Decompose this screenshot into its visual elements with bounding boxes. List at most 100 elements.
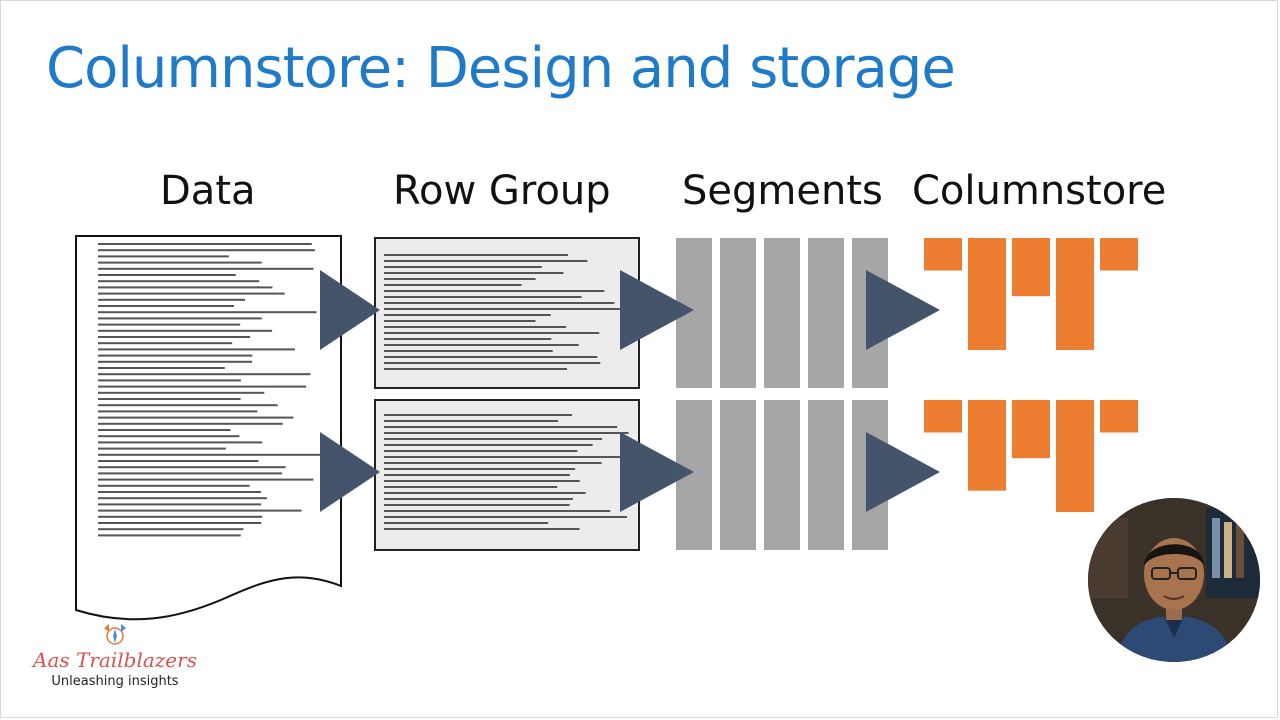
columnstore-segment xyxy=(924,400,962,433)
text-line xyxy=(384,432,629,434)
text-line xyxy=(98,360,253,363)
text-line xyxy=(384,444,593,446)
arrow-icon xyxy=(620,432,694,512)
text-line xyxy=(98,342,233,345)
text-line xyxy=(384,296,582,298)
text-line xyxy=(384,462,602,464)
text-line xyxy=(98,528,244,531)
text-line xyxy=(384,254,569,256)
heading-data: Data xyxy=(160,168,256,214)
segment-column xyxy=(720,238,756,388)
brand-name: Aas Trailblazers xyxy=(33,648,197,672)
flow-arrows xyxy=(320,270,940,512)
slide-title: Columnstore: Design and storage xyxy=(46,36,956,101)
columnstore-segment xyxy=(968,400,1006,491)
text-line xyxy=(98,447,226,450)
text-line xyxy=(98,491,262,493)
text-line xyxy=(384,492,586,494)
heading-row-group: Row Group xyxy=(393,168,611,214)
text-line xyxy=(98,261,262,264)
text-line xyxy=(384,260,588,262)
arrow-icon xyxy=(866,432,940,512)
columnstore-segment xyxy=(1100,238,1138,271)
text-line xyxy=(98,373,311,376)
text-line xyxy=(384,266,542,268)
text-line xyxy=(384,344,579,346)
document-text-lines xyxy=(98,243,323,537)
data-document xyxy=(75,235,342,621)
text-line xyxy=(98,522,262,524)
columnstore-segment xyxy=(1012,400,1050,459)
text-line xyxy=(98,354,253,357)
text-line xyxy=(384,420,558,422)
text-line xyxy=(98,391,265,394)
text-line xyxy=(98,460,259,462)
text-line xyxy=(384,480,580,482)
heading-columnstore: Columnstore xyxy=(912,168,1167,214)
text-line xyxy=(384,332,600,334)
text-line xyxy=(98,311,317,314)
text-line xyxy=(98,503,262,506)
text-line xyxy=(384,356,598,358)
text-line xyxy=(384,362,601,364)
segment-column xyxy=(764,238,800,388)
text-line xyxy=(384,338,552,340)
text-line xyxy=(98,410,258,413)
row-group-text-lines xyxy=(384,414,629,530)
brand-tagline: Unleashing insights xyxy=(51,674,179,689)
text-line xyxy=(98,398,241,400)
text-line xyxy=(384,320,536,322)
presenter-avatar xyxy=(1088,498,1260,662)
columnstore-segment xyxy=(1012,238,1050,297)
columnstore-segment xyxy=(968,238,1006,350)
compass-icon xyxy=(104,624,126,645)
text-line xyxy=(98,292,285,295)
text-line xyxy=(98,348,295,351)
row-group-2 xyxy=(374,399,640,551)
text-line xyxy=(98,329,273,332)
text-line xyxy=(384,414,573,416)
text-line xyxy=(384,510,611,512)
segment-column xyxy=(720,400,756,550)
columnstore-group-2 xyxy=(924,400,1138,512)
text-line xyxy=(384,272,564,274)
text-line xyxy=(98,249,315,252)
arrow-icon xyxy=(620,270,694,350)
presenter-webcam xyxy=(1088,498,1260,662)
text-line xyxy=(98,255,229,258)
text-line xyxy=(98,422,283,425)
columnstore-segment xyxy=(924,238,962,271)
segments-group-1 xyxy=(676,238,888,388)
text-line xyxy=(384,326,567,328)
arrow-icon xyxy=(320,432,380,512)
brand-logo: Aas Trailblazers Unleashing insights xyxy=(30,622,200,689)
text-line xyxy=(98,379,241,382)
segment-column xyxy=(808,238,844,388)
text-line xyxy=(98,416,294,419)
text-line xyxy=(98,280,260,283)
text-line xyxy=(98,497,267,500)
text-line xyxy=(384,504,570,506)
text-line xyxy=(98,298,246,301)
segment-column xyxy=(764,400,800,550)
text-line xyxy=(98,466,286,469)
row-group-text-lines xyxy=(384,254,627,370)
columnstore-group-1 xyxy=(924,238,1138,350)
text-line xyxy=(384,468,576,470)
text-line xyxy=(384,350,553,352)
text-line xyxy=(98,404,278,407)
text-line xyxy=(98,484,250,487)
text-line xyxy=(384,528,580,530)
text-line xyxy=(98,435,240,438)
arrow-icon xyxy=(866,270,940,350)
text-line xyxy=(384,474,570,476)
arrow-icon xyxy=(320,270,380,350)
columnstore-segment xyxy=(1056,400,1094,512)
segment-column xyxy=(808,400,844,550)
text-line xyxy=(98,323,241,326)
columnstore-segment xyxy=(1100,400,1138,433)
heading-segments: Segments xyxy=(682,168,883,214)
columnstore-segment xyxy=(1056,238,1094,350)
text-line xyxy=(98,534,241,537)
text-line xyxy=(98,243,312,245)
